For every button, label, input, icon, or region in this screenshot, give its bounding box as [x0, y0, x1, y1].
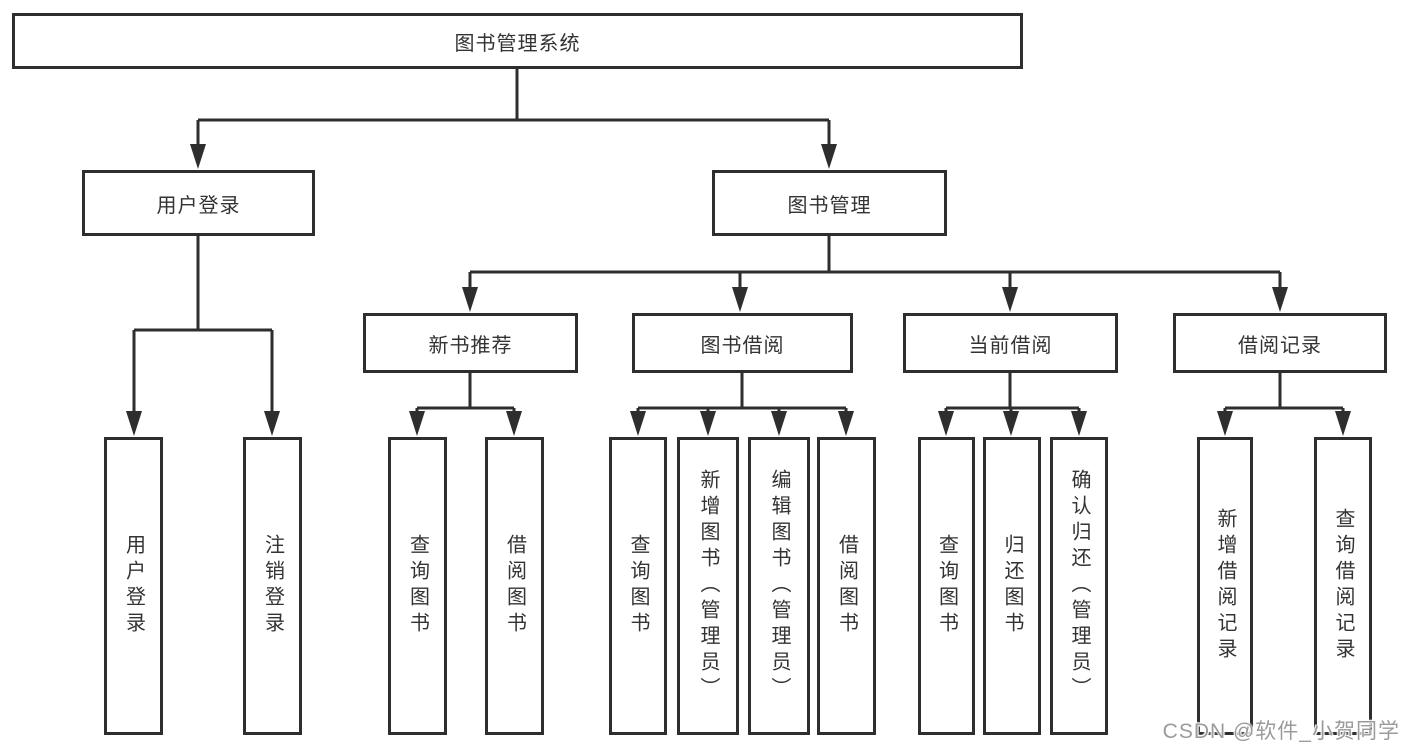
- node-book-management: 图书管理: [712, 170, 947, 236]
- leaf-add-borrow-record: 新增借阅记录: [1197, 437, 1253, 735]
- leaf-query-borrow-record-label: 查询借阅记录: [1332, 508, 1354, 664]
- node-root-label: 图书管理系统: [454, 32, 581, 55]
- node-book-management-label: 图书管理: [787, 194, 872, 217]
- node-user-login-label: 用户登录: [156, 194, 241, 217]
- leaf-borrow-book-1-label: 借阅图书: [503, 534, 526, 638]
- leaf-query-book-1-label: 查询图书: [406, 534, 429, 638]
- leaf-edit-book-admin: 编辑图书（管理员）: [748, 437, 810, 735]
- leaf-logout: 注销登录: [243, 437, 302, 735]
- leaf-user-login-label: 用户登录: [122, 534, 145, 638]
- node-borrow-records-label: 借阅记录: [1238, 334, 1322, 357]
- leaf-user-login: 用户登录: [104, 437, 163, 735]
- leaf-query-borrow-record: 查询借阅记录: [1314, 437, 1372, 735]
- leaf-borrow-book-2-label: 借阅图书: [835, 534, 858, 638]
- leaf-query-book-3: 查询图书: [918, 437, 975, 735]
- leaf-confirm-return-admin-label: 确认归还（管理员）: [1068, 469, 1090, 703]
- node-current-borrow-label: 当前借阅: [968, 334, 1053, 357]
- node-new-book-recommend-label: 新书推荐: [428, 334, 513, 357]
- node-current-borrow: 当前借阅: [903, 313, 1118, 373]
- leaf-query-book-1: 查询图书: [388, 437, 447, 735]
- node-user-login: 用户登录: [82, 170, 315, 236]
- leaf-add-borrow-record-label: 新增借阅记录: [1214, 508, 1236, 664]
- node-borrow-records: 借阅记录: [1173, 313, 1387, 373]
- leaf-query-book-2: 查询图书: [609, 437, 667, 735]
- leaf-add-book-admin-label: 新增图书（管理员）: [697, 469, 719, 703]
- node-book-borrow: 图书借阅: [632, 313, 853, 373]
- node-new-book-recommend: 新书推荐: [363, 313, 578, 373]
- leaf-edit-book-admin-label: 编辑图书（管理员）: [768, 469, 790, 703]
- leaf-query-book-2-label: 查询图书: [627, 534, 649, 638]
- leaf-borrow-book-1: 借阅图书: [485, 437, 544, 735]
- leaf-query-book-3-label: 查询图书: [935, 534, 958, 638]
- leaf-return-book: 归还图书: [983, 437, 1041, 735]
- leaf-add-book-admin: 新增图书（管理员）: [677, 437, 739, 735]
- leaf-borrow-book-2: 借阅图书: [817, 437, 876, 735]
- leaf-logout-label: 注销登录: [261, 534, 284, 638]
- leaf-confirm-return-admin: 确认归还（管理员）: [1050, 437, 1108, 735]
- watermark: CSDN @软件_小贺同学: [1162, 720, 1400, 743]
- leaf-return-book-label: 归还图书: [1001, 534, 1023, 638]
- node-book-borrow-label: 图书借阅: [700, 334, 785, 357]
- node-root: 图书管理系统: [12, 13, 1023, 69]
